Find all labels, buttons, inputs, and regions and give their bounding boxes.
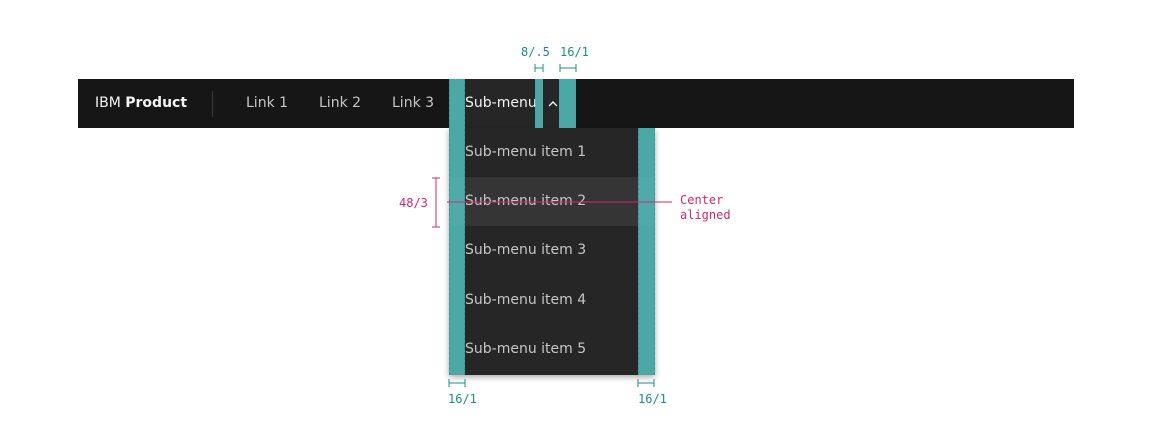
submenu-item-label: Sub-menu item 1: [465, 144, 587, 160]
submenu-item-3[interactable]: Sub-menu item 3: [449, 226, 655, 275]
submenu-item-4[interactable]: Sub-menu item 4: [449, 276, 655, 325]
center-aligned-label-line1: Center: [680, 193, 724, 207]
bottom-right-bracket: [637, 379, 655, 387]
spacing-label-bottom-left: 16/1: [448, 392, 477, 406]
height-label: 48/3: [399, 196, 428, 210]
brand-name[interactable]: IBM Product: [95, 79, 187, 128]
bottom-left-bracket: [448, 379, 466, 387]
height-bracket: [432, 177, 440, 228]
header-divider: [212, 91, 213, 117]
spacing-label-top-right: 16/1: [560, 45, 589, 59]
spec-edge: [654, 128, 655, 375]
right-padding-spec: [638, 128, 655, 375]
spec-edge: [464, 79, 465, 375]
center-aligned-label-line2: aligned: [680, 208, 731, 222]
trigger-right-padding-spec: [559, 79, 576, 128]
chevron-gap-spec: [535, 79, 543, 128]
nav-link-3[interactable]: Link 3: [392, 95, 435, 111]
spacing-label-bottom-right: 16/1: [638, 392, 667, 406]
spec-edge: [449, 79, 450, 375]
nav-link-1[interactable]: Link 1: [246, 95, 289, 111]
submenu-item-label: Sub-menu item 4: [465, 292, 587, 308]
brand-prefix: IBM: [95, 95, 121, 111]
top-right-bracket: [559, 64, 577, 72]
submenu-label: Sub-menu: [465, 95, 537, 111]
submenu-trigger[interactable]: Sub-menu: [449, 79, 575, 128]
nav-link-2[interactable]: Link 2: [319, 95, 362, 111]
submenu-item-label: Sub-menu item 3: [465, 242, 587, 258]
submenu-item-5[interactable]: Sub-menu item 5: [449, 325, 655, 374]
left-padding-spec: [449, 79, 465, 375]
header-bar: IBM Product Link 1 Link 2 Link 3 Sub-men…: [78, 79, 1074, 128]
submenu-item-label: Sub-menu item 5: [465, 341, 587, 357]
chevron-up-icon: [548, 101, 558, 107]
spacing-label-top-left: 8/.5: [521, 45, 550, 59]
brand-product: Product: [125, 95, 188, 111]
top-left-bracket: [534, 64, 544, 72]
submenu-item-label: Sub-menu item 2: [465, 193, 587, 209]
spec-edge: [638, 128, 639, 375]
submenu-item-1[interactable]: Sub-menu item 1: [449, 128, 655, 177]
